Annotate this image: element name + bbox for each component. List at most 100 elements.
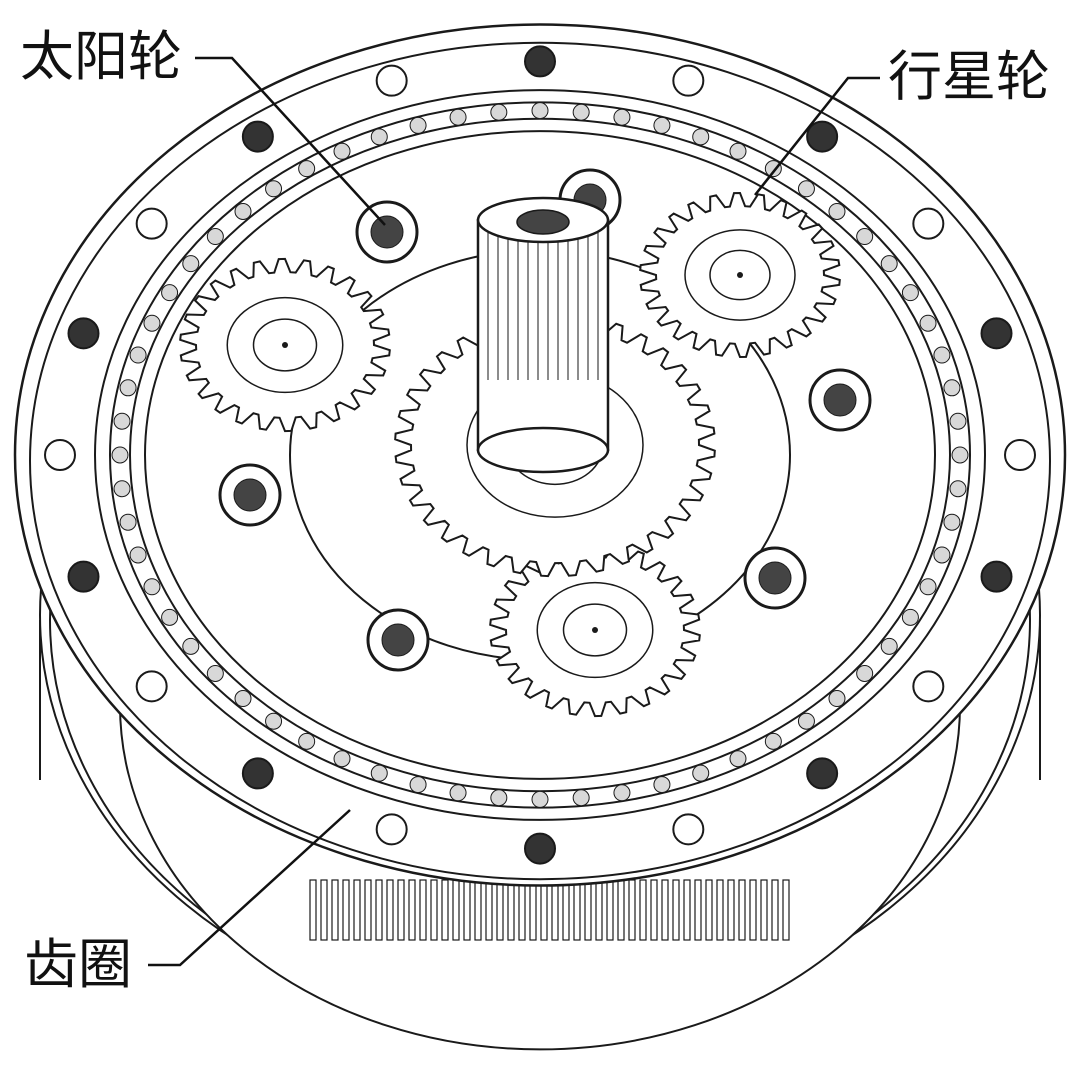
carrier-hole-bore bbox=[370, 215, 404, 249]
carrier-hole-bore bbox=[233, 478, 267, 512]
carrier-hole-bore bbox=[823, 383, 857, 417]
bearing-ball bbox=[943, 513, 961, 531]
bolt-hole bbox=[524, 45, 556, 78]
bearing-ball bbox=[828, 202, 846, 220]
ring-tooth bbox=[584, 879, 592, 941]
bearing-ball bbox=[729, 142, 747, 160]
bearing-ball bbox=[298, 732, 316, 750]
ring-gear-label: 齿圈 bbox=[24, 933, 132, 996]
bearing-ball bbox=[949, 480, 967, 498]
bearing-ball bbox=[951, 446, 969, 464]
bearing-ball bbox=[572, 789, 590, 807]
top-flange-edge bbox=[29, 41, 1051, 881]
sun-gear-label: 太阳轮 bbox=[20, 25, 182, 88]
ring-tooth bbox=[397, 879, 405, 941]
ring-tooth bbox=[353, 879, 361, 941]
carrier-hole-bore bbox=[758, 561, 792, 595]
ring-tooth bbox=[661, 879, 669, 941]
gear-center bbox=[737, 272, 743, 278]
bearing-ball bbox=[409, 776, 427, 794]
ring-tooth bbox=[419, 879, 427, 941]
bearing-ball bbox=[234, 690, 252, 708]
ring-tooth bbox=[771, 879, 779, 941]
ring-tooth bbox=[573, 879, 581, 941]
bearing-ball bbox=[901, 608, 919, 626]
bolt-hole bbox=[241, 120, 274, 153]
bolt-hole bbox=[912, 670, 945, 703]
bolt-hole bbox=[806, 120, 839, 153]
bearing-ball bbox=[265, 180, 283, 198]
bearing-ball bbox=[143, 314, 161, 332]
bearing-ball bbox=[943, 379, 961, 397]
ring-tooth bbox=[485, 879, 493, 941]
ring-tooth bbox=[507, 879, 515, 941]
bearing-ball bbox=[129, 546, 147, 564]
ring-tooth bbox=[463, 879, 471, 941]
bearing-ball bbox=[333, 142, 351, 160]
ring-tooth bbox=[760, 879, 768, 941]
bearing-ball bbox=[933, 346, 951, 364]
gear-center bbox=[592, 627, 598, 633]
bearing-ball bbox=[692, 128, 710, 146]
ring-tooth bbox=[606, 879, 614, 941]
bearing-ball bbox=[797, 180, 815, 198]
bolt-hole bbox=[912, 207, 945, 240]
gear-layer bbox=[179, 191, 841, 718]
bearing-ball bbox=[572, 103, 590, 121]
bearing-ball bbox=[880, 255, 898, 273]
bearing-ball bbox=[919, 578, 937, 596]
bearing-ball bbox=[919, 314, 937, 332]
bearing-ball bbox=[828, 690, 846, 708]
leader-lines bbox=[148, 56, 880, 967]
bearing-ball bbox=[856, 664, 874, 682]
planet-gear-right bbox=[639, 191, 841, 359]
bolt-hole bbox=[672, 813, 705, 846]
bearing-ball bbox=[449, 784, 467, 802]
bearing-ball bbox=[531, 102, 549, 120]
sun-gear-leader bbox=[195, 56, 386, 226]
ring-tooth bbox=[518, 879, 526, 941]
planet-gear-left bbox=[179, 257, 391, 433]
bolt-hole bbox=[1004, 439, 1036, 471]
bearing-ball bbox=[901, 284, 919, 302]
ring-tooth bbox=[320, 879, 328, 941]
bearing-ball bbox=[490, 789, 508, 807]
ring-tooth bbox=[738, 879, 746, 941]
bearing-ball bbox=[370, 128, 388, 146]
bearing-ball bbox=[797, 712, 815, 730]
ring-tooth bbox=[342, 879, 350, 941]
bolt-hole bbox=[980, 560, 1013, 593]
bearing-balls bbox=[111, 102, 969, 808]
bearing-ball bbox=[206, 664, 224, 682]
ring-tooth bbox=[749, 879, 757, 941]
ring-tooth bbox=[782, 879, 790, 941]
bearing-ball bbox=[764, 732, 782, 750]
input-shaft bbox=[476, 196, 610, 474]
ring-tooth bbox=[617, 879, 625, 941]
bearing-ball bbox=[531, 790, 549, 808]
bolt-hole bbox=[241, 757, 274, 790]
flange-bolt-holes bbox=[44, 45, 1036, 865]
ring-tooth bbox=[529, 879, 537, 941]
bolt-hole bbox=[806, 757, 839, 790]
bearing-ball bbox=[333, 750, 351, 768]
bolt-hole bbox=[135, 207, 168, 240]
ring-tooth bbox=[672, 879, 680, 941]
bearing-ball bbox=[729, 750, 747, 768]
ring-tooth bbox=[694, 879, 702, 941]
planet-gear-bottom bbox=[489, 542, 701, 718]
ring-tooth bbox=[683, 879, 691, 941]
bearing-ball bbox=[692, 764, 710, 782]
bearing-ball bbox=[370, 764, 388, 782]
ring-tooth bbox=[727, 879, 735, 941]
bearing-ball bbox=[113, 412, 131, 430]
ring-tooth bbox=[408, 879, 416, 941]
ring-tooth bbox=[452, 879, 460, 941]
ring-tooth bbox=[639, 879, 647, 941]
ring-tooth bbox=[474, 879, 482, 941]
bolt-hole bbox=[672, 64, 705, 97]
bearing-ball bbox=[234, 202, 252, 220]
bearing-ball bbox=[933, 546, 951, 564]
carrier-hole-bore bbox=[381, 623, 415, 657]
